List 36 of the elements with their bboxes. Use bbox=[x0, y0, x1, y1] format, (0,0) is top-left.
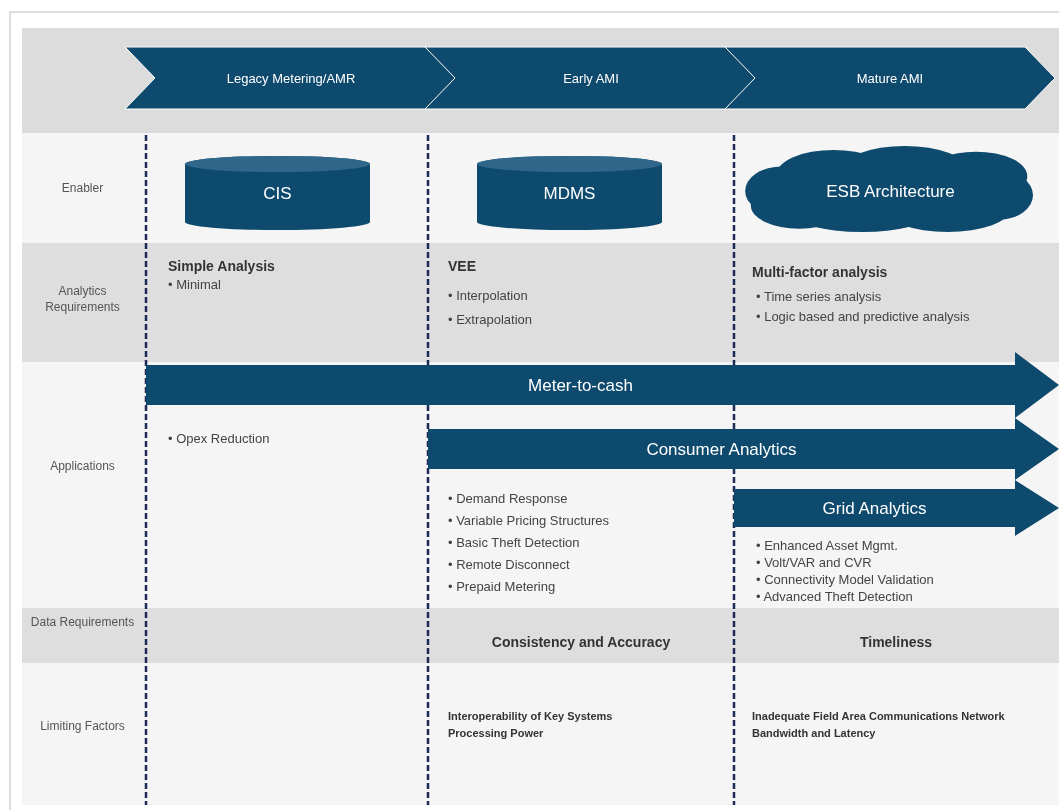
section-heading: VEE bbox=[448, 258, 477, 275]
bullet-item: • Remote Disconnect bbox=[448, 556, 571, 573]
row-header: Analytics Requirements bbox=[44, 283, 121, 315]
bullet-item: • Prepaid Metering bbox=[448, 578, 557, 595]
phase-label: Early AMI bbox=[563, 69, 619, 87]
bullet-item: • Enhanced Asset Mgmt. bbox=[756, 537, 899, 554]
row-header: Enabler bbox=[60, 180, 105, 196]
bullet-item: • Minimal bbox=[168, 276, 222, 293]
bullet-item: • Demand Response bbox=[448, 490, 569, 507]
application-label: Consumer Analytics bbox=[645, 438, 798, 460]
phase-label: Mature AMI bbox=[856, 69, 924, 87]
application-label: Grid Analytics bbox=[821, 497, 928, 519]
limiting-factor: Inadequate Field Area Communications Network Bandwidth and Latency bbox=[752, 709, 1006, 741]
data-requirement: Consistency and Accuracy bbox=[490, 634, 672, 651]
bullet-item: • Logic based and predictive analysis bbox=[756, 308, 971, 325]
row-header: Limiting Factors bbox=[39, 718, 126, 734]
limiting-factor: Interoperability of Key Systems bbox=[448, 709, 614, 724]
bullet-item: • Advanced Theft Detection bbox=[756, 588, 914, 605]
bullet-item: • Extrapolation bbox=[448, 311, 534, 328]
section-heading: Simple Analysis bbox=[168, 258, 276, 275]
section-heading: Multi-factor analysis bbox=[752, 264, 889, 281]
enabler-label: CIS bbox=[263, 182, 292, 204]
row-header: Data Requirements bbox=[29, 614, 136, 630]
row-header: Applications bbox=[49, 458, 116, 474]
bullet-item: • Opex Reduction bbox=[168, 430, 271, 447]
bullet-item: • Time series analysis bbox=[756, 288, 883, 305]
bullet-item: • Volt/VAR and CVR bbox=[756, 554, 873, 571]
application-label: Meter-to-cash bbox=[527, 374, 634, 396]
phase-label: Legacy Metering/AMR bbox=[226, 69, 356, 87]
data-requirement: Timeliness bbox=[858, 634, 934, 651]
limiting-factor: Processing Power bbox=[448, 726, 545, 741]
bullet-item: • Variable Pricing Structures bbox=[448, 512, 611, 529]
bullet-item: • Basic Theft Detection bbox=[448, 534, 581, 551]
bullet-item: • Connectivity Model Validation bbox=[756, 571, 935, 588]
bullet-item: • Interpolation bbox=[448, 287, 529, 304]
enabler-label: MDMS bbox=[543, 182, 596, 204]
